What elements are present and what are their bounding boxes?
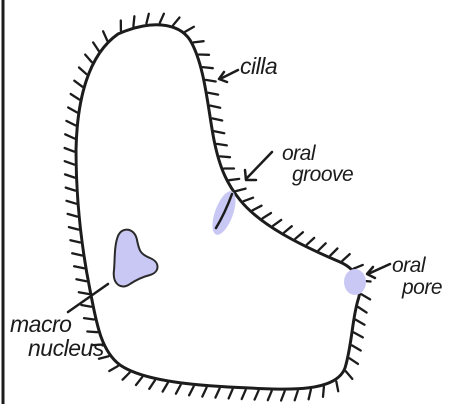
cilium-tick	[65, 148, 74, 152]
cilium-tick	[354, 265, 363, 269]
cilium-tick	[71, 94, 80, 100]
label-macronucleus-line1: macro	[10, 311, 72, 337]
cilium-tick	[146, 14, 148, 24]
cilium-tick	[81, 305, 91, 307]
cilium-tick	[281, 391, 285, 400]
cilium-tick	[336, 381, 338, 391]
cilium-tick	[79, 292, 89, 294]
cilium-tick	[229, 389, 233, 398]
cilium-tick	[103, 31, 107, 40]
cilium-tick	[68, 214, 78, 217]
cilium-tick	[295, 232, 303, 239]
cilium-tick	[72, 253, 82, 255]
macronucleus-pointer-line	[68, 284, 108, 312]
cilium-tick	[76, 279, 86, 281]
cilium-tick	[309, 390, 311, 400]
cilium-tick	[346, 371, 353, 379]
cilium-tick	[358, 307, 366, 313]
cilium-tick	[330, 249, 337, 256]
cilium-tick	[361, 294, 370, 299]
cilium-tick	[66, 188, 76, 191]
cilium-tick	[307, 238, 314, 245]
cilium-tick	[273, 220, 281, 226]
cilium-tick	[323, 387, 324, 397]
cilium-tick	[67, 201, 77, 204]
cilium-tick	[133, 16, 134, 26]
cilium-tick	[212, 118, 222, 120]
cilium-tick	[68, 108, 77, 113]
cilium-tick	[87, 332, 97, 333]
cilium-tick	[214, 131, 224, 133]
label-oral-groove-line1: oral	[282, 142, 317, 165]
cilium-tick	[202, 388, 206, 397]
oral-groove-pointer-arrow	[245, 152, 272, 180]
cilium-tick	[220, 156, 230, 157]
cilium-tick	[352, 345, 361, 350]
cilium-tick	[66, 121, 75, 126]
cilium-tick	[160, 14, 164, 23]
cilium-tick	[189, 386, 194, 395]
cilium-tick	[295, 391, 298, 401]
cilium-tick	[65, 161, 75, 164]
cilium-tick	[194, 41, 204, 42]
cilium-tick	[217, 144, 227, 146]
cilium-tick	[215, 389, 219, 398]
macronucleus	[114, 230, 158, 287]
label-oral-groove-line2: groove	[292, 163, 353, 186]
cilium-tick	[84, 318, 94, 319]
label-macronucleus-line2: nucleus	[28, 335, 105, 361]
cilium-tick	[350, 358, 358, 364]
cilium-tick	[176, 385, 181, 394]
cilium-tick	[284, 226, 292, 232]
cilia-pointer-arrow	[219, 70, 238, 82]
cilium-tick	[268, 391, 272, 400]
cilium-tick	[263, 213, 272, 218]
cilium-tick	[163, 383, 168, 392]
cilium-tick	[65, 134, 74, 138]
oral-pore-pointer-arrow	[367, 264, 390, 278]
cilium-tick	[253, 206, 262, 211]
cilium-tick	[65, 174, 75, 177]
cilium-tick	[70, 240, 80, 242]
cilium-tick	[136, 377, 142, 385]
cilium-tick	[255, 390, 259, 399]
cilium-tick	[149, 380, 155, 388]
cilium-tick	[85, 55, 92, 63]
cilium-tick	[93, 42, 99, 50]
cilium-tick	[354, 333, 363, 338]
cilium-tick	[173, 18, 179, 26]
cilium-tick	[236, 189, 246, 192]
cilium-tick	[79, 68, 87, 75]
cilium-tick	[74, 81, 82, 87]
cilium-tick	[342, 254, 349, 261]
cilium-tick	[69, 227, 79, 230]
label-oral-pore-line1: oral	[392, 254, 427, 277]
label-oral-pore-line2: pore	[401, 276, 442, 299]
cilium-tick	[208, 93, 218, 95]
cilium-tick	[185, 27, 194, 32]
cilium-tick	[206, 80, 216, 82]
cilium-tick	[109, 366, 118, 371]
cilium-tick	[74, 266, 84, 268]
cilium-tick	[319, 243, 326, 250]
label-cilia: cilla	[240, 53, 277, 79]
cilium-tick	[242, 390, 246, 399]
cilium-tick	[203, 67, 213, 68]
cilium-tick	[229, 179, 239, 180]
cilium-tick	[244, 198, 254, 202]
oral-pore	[344, 269, 366, 295]
cilium-tick	[210, 106, 220, 108]
cilium-tick	[123, 373, 130, 380]
cilium-tick	[356, 320, 365, 325]
